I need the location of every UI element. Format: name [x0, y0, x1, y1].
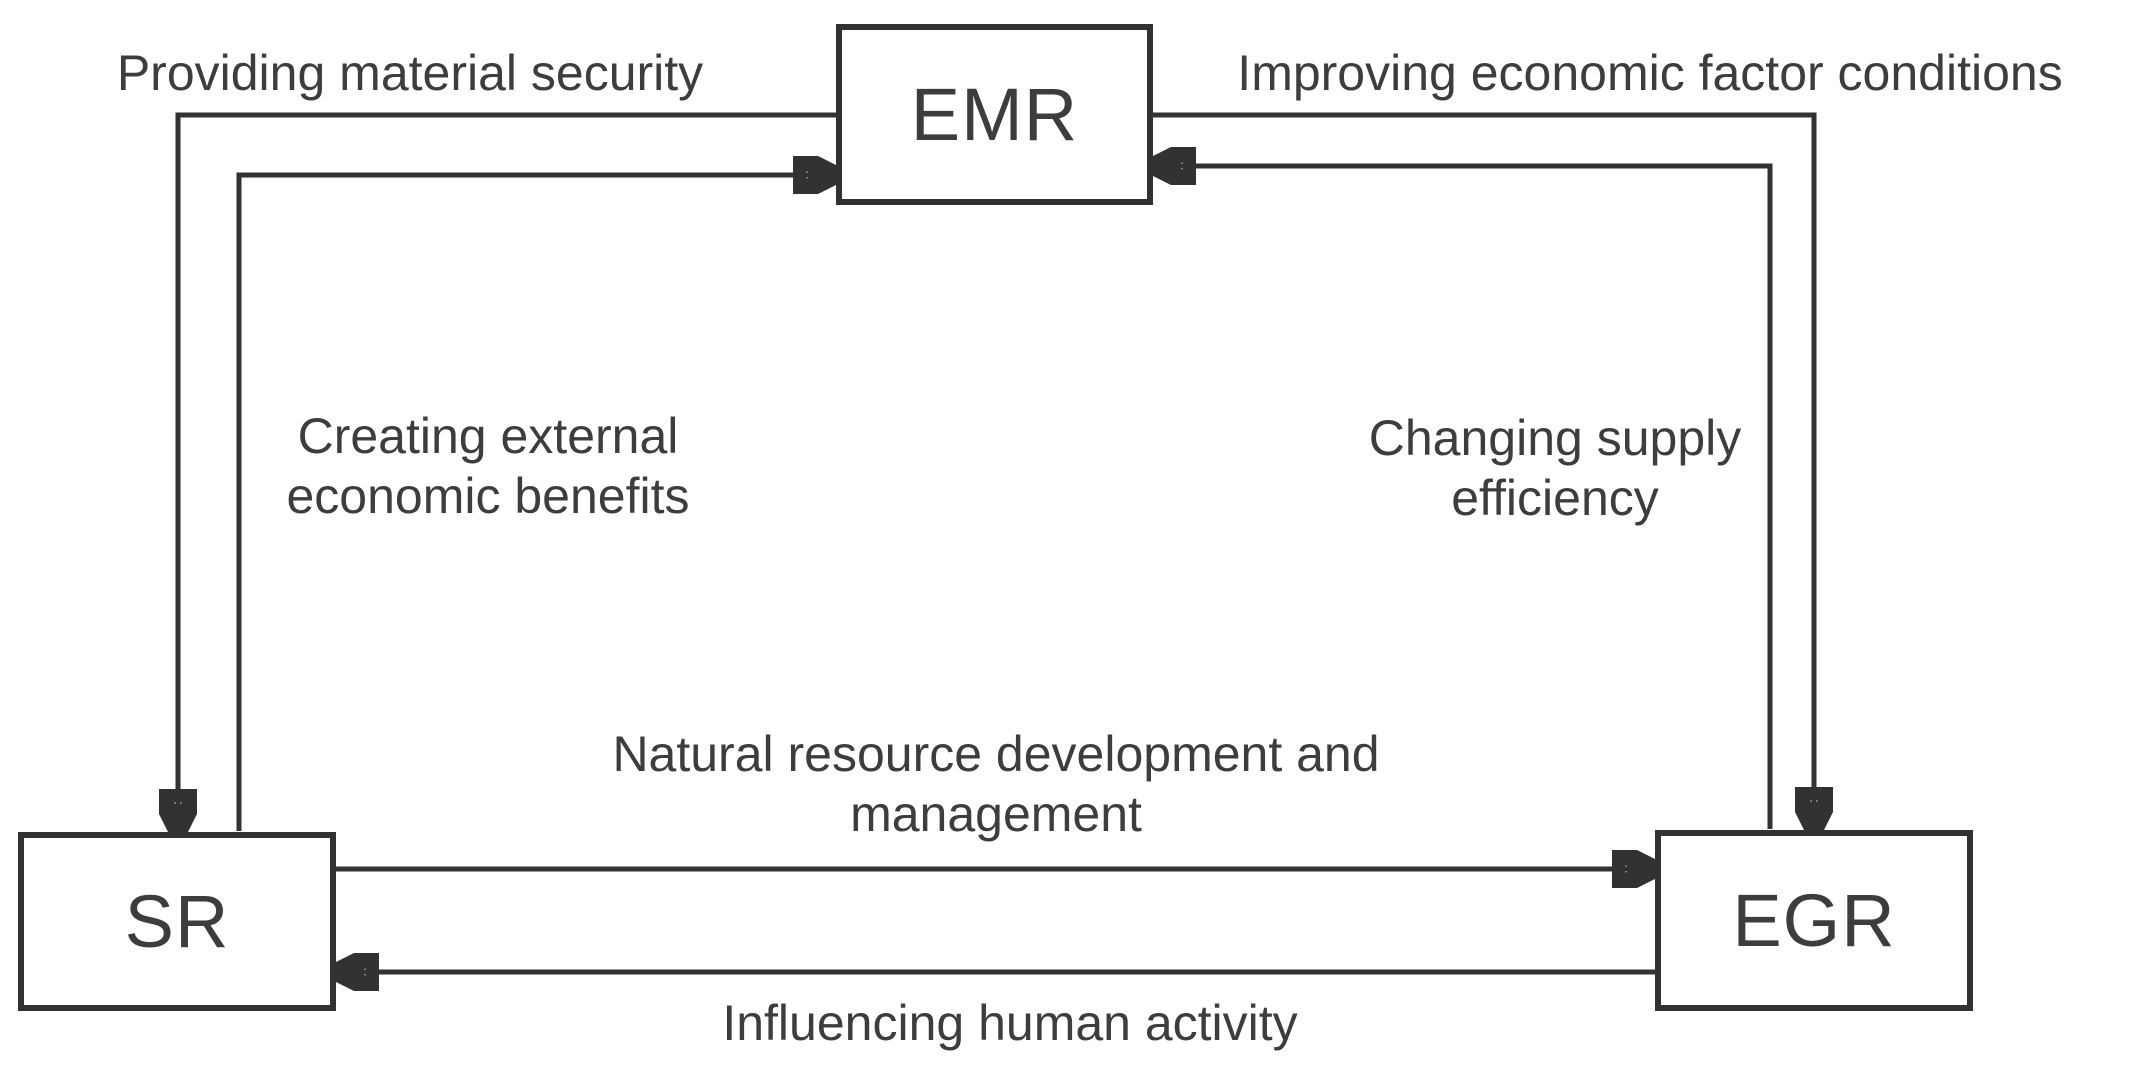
arrow-emr-to-sr — [178, 112, 840, 827]
node-egr: EGR — [1655, 830, 1973, 1011]
edge-label-changing-supply-efficiency: Changing supply efficiency — [1368, 410, 1742, 526]
arrow-egr-to-emr — [1158, 166, 1773, 829]
arrow-sr-to-emr — [236, 175, 831, 831]
edge-label-influencing-human-activity: Influencing human activity — [722, 995, 1298, 1051]
edge-label-improving-economic-factor-conditions: Improving economic factor conditions — [1237, 45, 2063, 101]
node-sr: SR — [18, 832, 336, 1011]
arrow-emr-to-egr — [1149, 112, 1814, 825]
edge-label-providing-material-security: Providing material security — [116, 45, 704, 101]
node-emr: EMR — [836, 24, 1153, 205]
edge-label-natural-resource-development: Natural resource development and managem… — [612, 726, 1380, 842]
edge-label-creating-external-economic-benefits: Creating external economic benefits — [286, 408, 690, 524]
